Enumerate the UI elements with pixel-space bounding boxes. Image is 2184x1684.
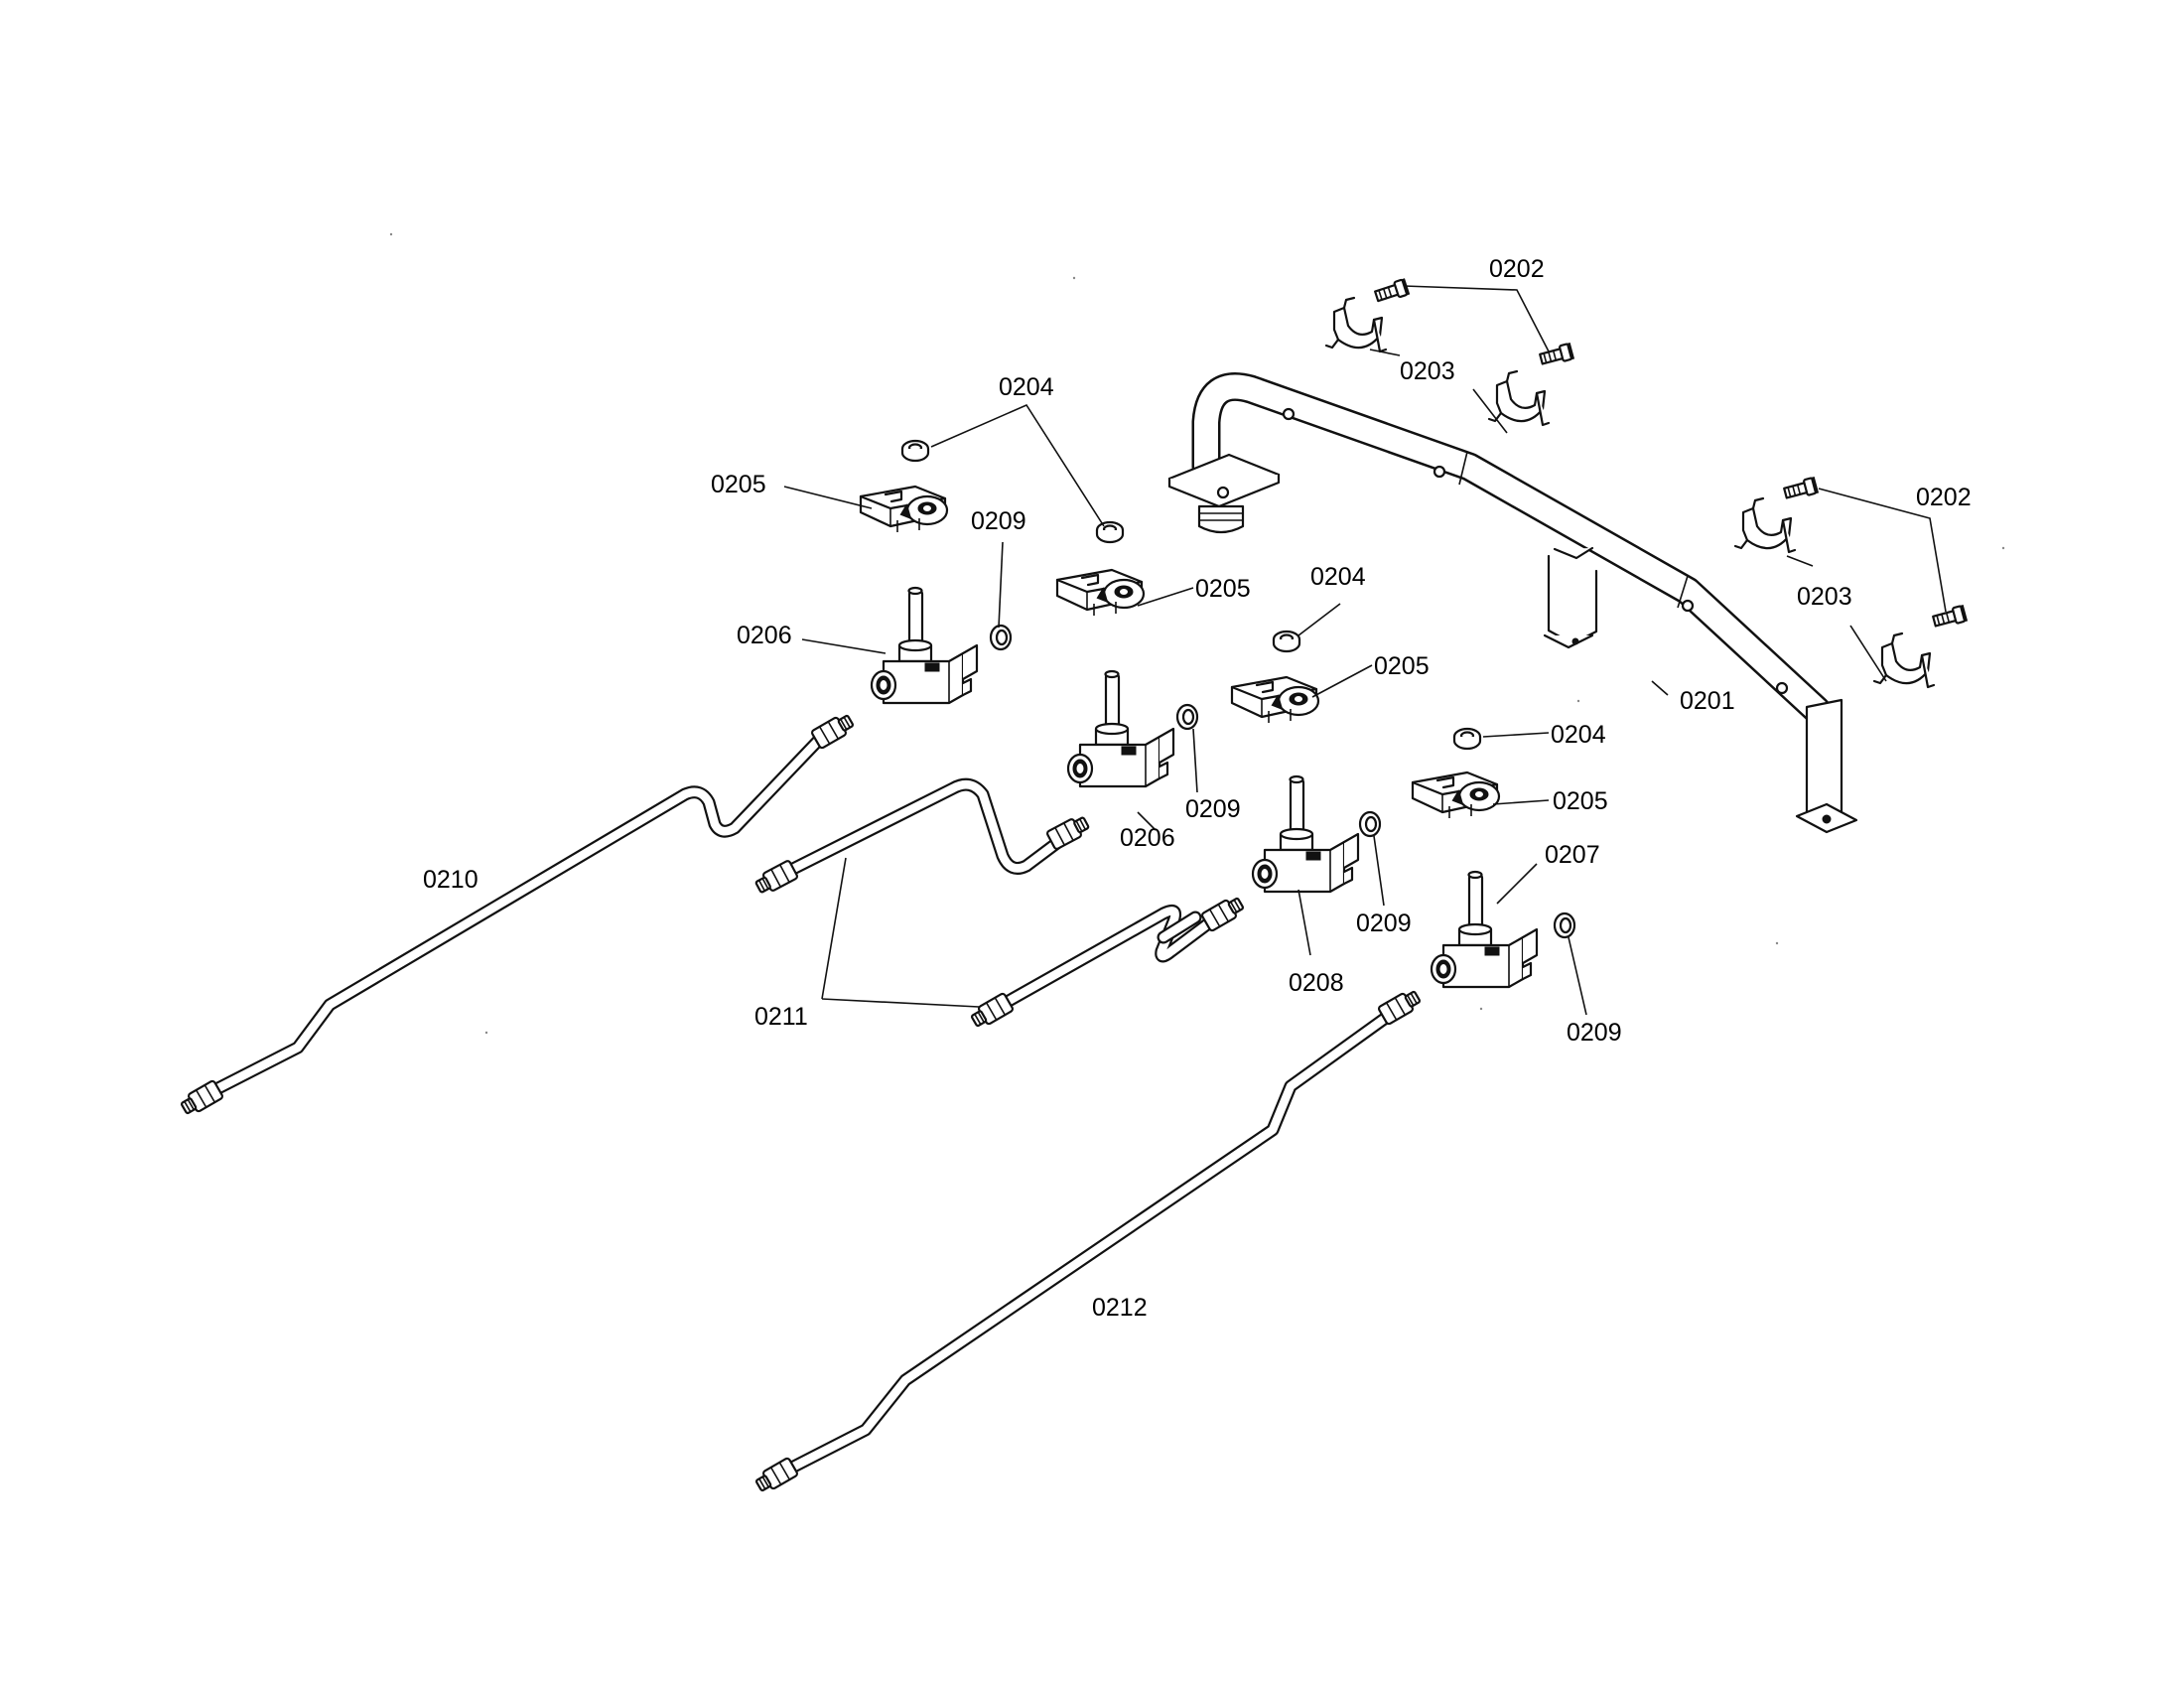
clamp-0203-b [1487,369,1551,427]
label-0202-b: 0202 [1916,484,1972,511]
label-0205-a: 0205 [711,471,766,498]
clamp-0203-c [1733,496,1797,554]
valve-0206-a [870,586,979,705]
oring-0209-c [1358,810,1382,838]
valve-0207 [1430,870,1539,989]
valve-0208 [1251,774,1360,894]
screw-0202-a [1373,277,1411,306]
scan-specks [389,232,2005,1035]
clamp-0203-d [1872,632,1936,689]
gas-line-0212 [752,986,1424,1496]
label-0207: 0207 [1545,841,1600,869]
oring-0209-b [1175,703,1199,731]
screw-0202-c [1782,476,1820,502]
valve-0206-b [1066,669,1175,788]
clip-0205-b [1055,568,1146,618]
label-0209-b: 0209 [1185,795,1241,823]
clamp-0203-a [1324,296,1388,353]
label-0202-a: 0202 [1489,255,1545,283]
oring-0209-d [1553,912,1576,939]
main-gas-pipe-0201 [1167,372,1858,834]
label-0206-b: 0206 [1120,824,1175,852]
label-0204-a: 0204 [999,373,1054,401]
leader-lines [783,285,1947,1016]
clip-0205-d [1411,771,1501,820]
screw-0202-b [1538,342,1575,368]
label-0212: 0212 [1092,1294,1148,1322]
label-0209-a: 0209 [971,507,1026,535]
oring-0209-a [989,624,1013,651]
label-0205-b: 0205 [1195,575,1251,603]
clip-0205-c [1230,675,1320,725]
label-0204-c: 0204 [1551,721,1606,749]
label-0210: 0210 [423,866,478,894]
label-0205-d: 0205 [1553,787,1608,815]
screw-0202-d [1931,604,1969,631]
label-0201: 0201 [1680,687,1735,715]
label-0211: 0211 [754,1003,808,1031]
label-0208: 0208 [1289,969,1344,997]
washer-0204-b [1095,520,1125,544]
label-0206-a: 0206 [737,622,792,649]
label-0203-a: 0203 [1400,357,1455,385]
label-0209-c: 0209 [1356,910,1412,937]
washer-0204-d [1452,727,1482,751]
part-labels: 0201 0202 0202 0203 0203 0204 0204 0204 … [423,255,1972,1322]
washer-0204-c [1272,630,1301,653]
gas-line-0210 [178,710,857,1119]
clip-0205-a [859,485,949,534]
label-0204-b: 0204 [1310,563,1366,591]
gas-line-0211-b [968,893,1247,1032]
gas-line-0211-a [752,777,1092,898]
washer-0204-a [900,439,930,463]
label-0209-d: 0209 [1567,1019,1622,1047]
label-0203-b: 0203 [1797,583,1852,611]
label-0205-c: 0205 [1374,652,1430,680]
